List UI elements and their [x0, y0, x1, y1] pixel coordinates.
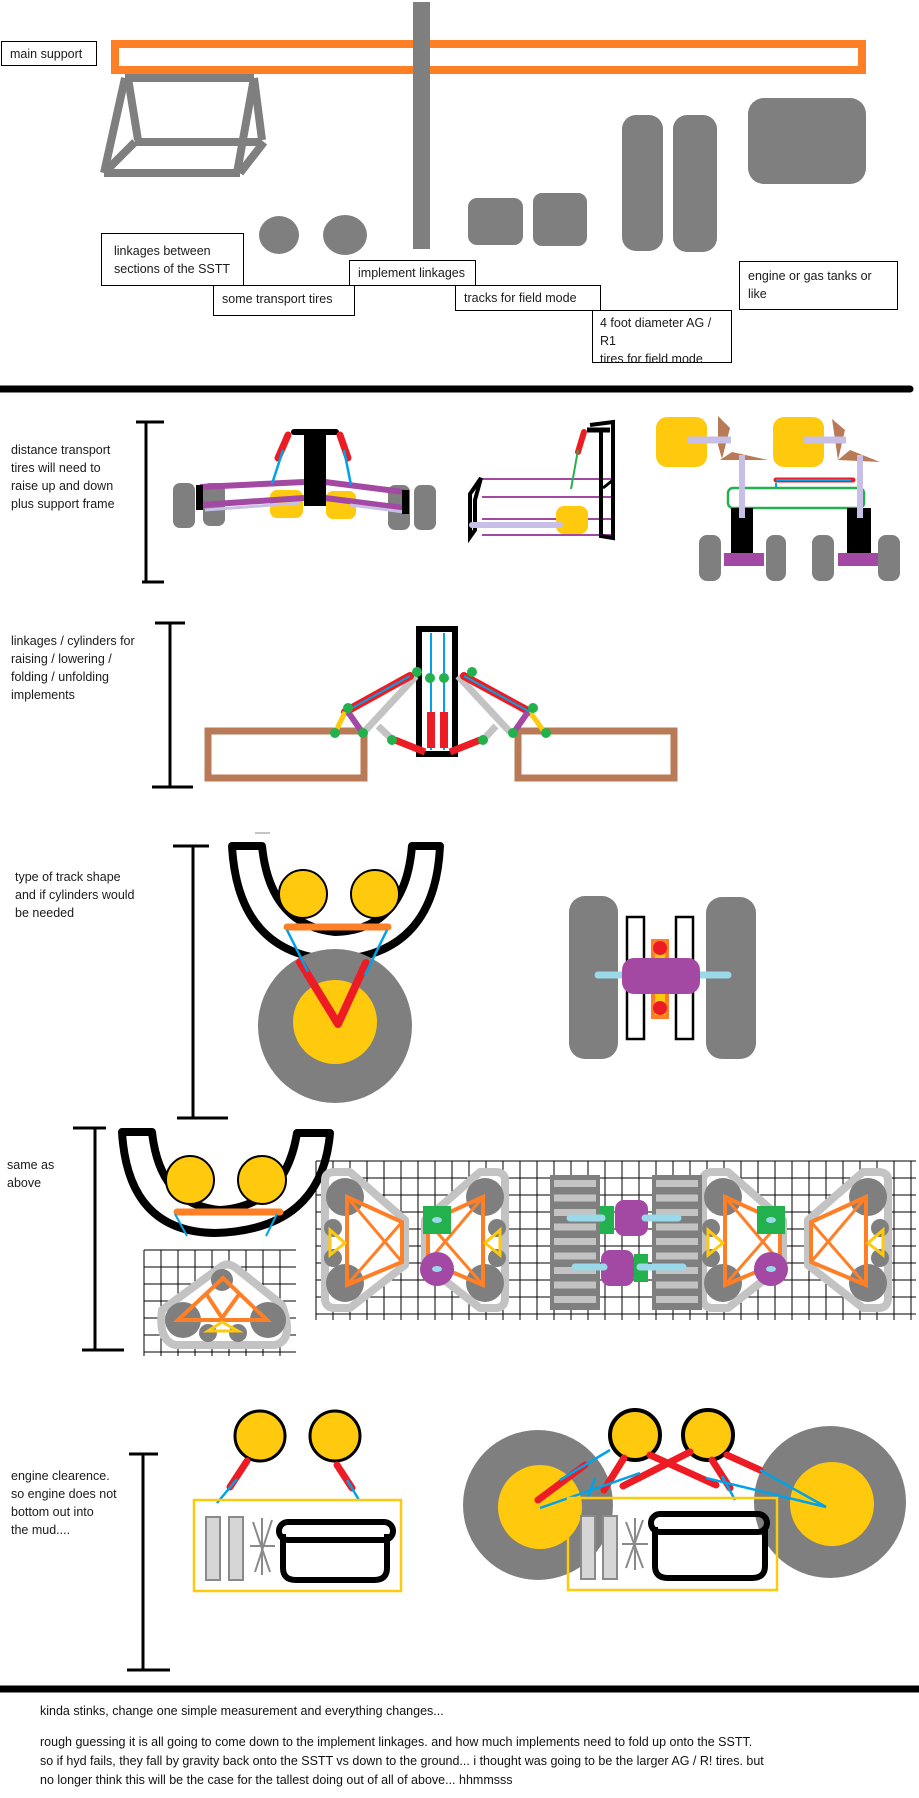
- axle-hub: [615, 1200, 648, 1236]
- track-tensioner: [482, 1226, 502, 1259]
- pin: [766, 1266, 776, 1272]
- transport-lift-side-view: [468, 419, 615, 544]
- label-implement-linkages: implement linkages: [349, 260, 476, 286]
- note-line-2: rough guessing it is all going to come d…: [40, 1735, 753, 1749]
- track-lug: [554, 1252, 596, 1260]
- transport-tire: [323, 215, 367, 255]
- track-pod: [699, 1168, 788, 1312]
- track-lug: [656, 1252, 698, 1260]
- implement-linkage-post: [413, 2, 430, 249]
- measure-bar: [136, 420, 164, 584]
- pin: [432, 1266, 442, 1272]
- label-tracks-field-mode: tracks for field mode: [455, 285, 601, 311]
- measure-bar: [127, 1452, 170, 1672]
- engine-block: [748, 98, 866, 184]
- track-lug: [656, 1180, 698, 1187]
- label-ag-r1-tires: 4 foot diameter AG / R1 tires for field …: [592, 310, 732, 366]
- track-lug: [554, 1296, 596, 1303]
- track-truss: [426, 1196, 485, 1263]
- label-linkages-between-sections: linkages between sections of the SSTT: [101, 233, 244, 286]
- ag-tire: [622, 115, 663, 251]
- track-lug: [656, 1223, 698, 1231]
- track-block: [468, 198, 523, 245]
- engine-clearance-tracks: [192, 1409, 403, 1593]
- track-lug: [554, 1180, 596, 1187]
- axle-hub: [601, 1250, 634, 1286]
- caption-same-as-above: same as above: [7, 1158, 55, 1190]
- transport-tire: [259, 216, 299, 254]
- track-truss: [723, 1196, 782, 1263]
- label-main-support: main support: [1, 41, 97, 66]
- note-line-1: kinda stinks, change one simple measurem…: [40, 1704, 444, 1718]
- label-engine-gas-tanks: engine or gas tanks or like: [739, 261, 898, 310]
- track-lug: [656, 1238, 698, 1245]
- linkage-frame: [100, 74, 268, 177]
- track-tensioner: [865, 1226, 885, 1259]
- caption-track-shape: type of track shape and if cylinders wou…: [15, 870, 135, 920]
- track-pod: [420, 1168, 509, 1312]
- note-line-4: no longer think this will be the case fo…: [40, 1773, 513, 1787]
- track-lug: [554, 1223, 596, 1231]
- caption-implement-linkages: linkages / cylinders for raising / lower…: [11, 634, 135, 702]
- track-lug: [554, 1194, 596, 1202]
- transport-lift-rear-view: [656, 416, 900, 581]
- track-lug: [656, 1281, 698, 1289]
- track-axle-top-view: [569, 896, 756, 1059]
- axle-block: [600, 1206, 614, 1234]
- track-shape-diagram: [228, 842, 444, 1103]
- track-block: [533, 193, 587, 246]
- track-top-view-row: [321, 1168, 892, 1312]
- track-tensioner: [328, 1226, 348, 1259]
- caption-engine-clearance: engine clearence. so engine does not bot…: [11, 1469, 117, 1537]
- label-transport-tires: some transport tires: [213, 285, 355, 316]
- track-pod: [804, 1168, 892, 1312]
- track-truss: [345, 1196, 404, 1263]
- track-truss: [809, 1221, 868, 1286]
- track-pod: [321, 1168, 409, 1312]
- pin: [432, 1217, 442, 1223]
- caption-transport-tires-distance: distance transport tires will need to ra…: [11, 443, 115, 511]
- transport-lift-front-view: [173, 429, 436, 530]
- track-lug: [554, 1281, 596, 1289]
- track-lug: [656, 1296, 698, 1303]
- legend-parts: [100, 2, 866, 255]
- track-lug: [656, 1194, 698, 1202]
- measure-bar: [152, 621, 193, 789]
- engine-clearance-wheels: [463, 1408, 906, 1592]
- track-tensioner: [706, 1226, 726, 1259]
- track-shape-repeat: [118, 1128, 334, 1237]
- ag-tire: [673, 115, 717, 252]
- measure-bar: [173, 844, 228, 1120]
- track-lug: [656, 1209, 698, 1216]
- measure-bar: [73, 1126, 124, 1352]
- pin: [766, 1217, 776, 1223]
- track-lug: [554, 1209, 596, 1216]
- track-truss: [345, 1221, 404, 1286]
- track-lug: [554, 1238, 596, 1245]
- track-triangle-side: [157, 1260, 292, 1349]
- implement-fold-diagram: [204, 626, 678, 782]
- note-line-3: so if hyd fails, they fall by gravity ba…: [40, 1754, 764, 1768]
- main-support-bar: [111, 40, 866, 74]
- track-truss: [809, 1196, 868, 1263]
